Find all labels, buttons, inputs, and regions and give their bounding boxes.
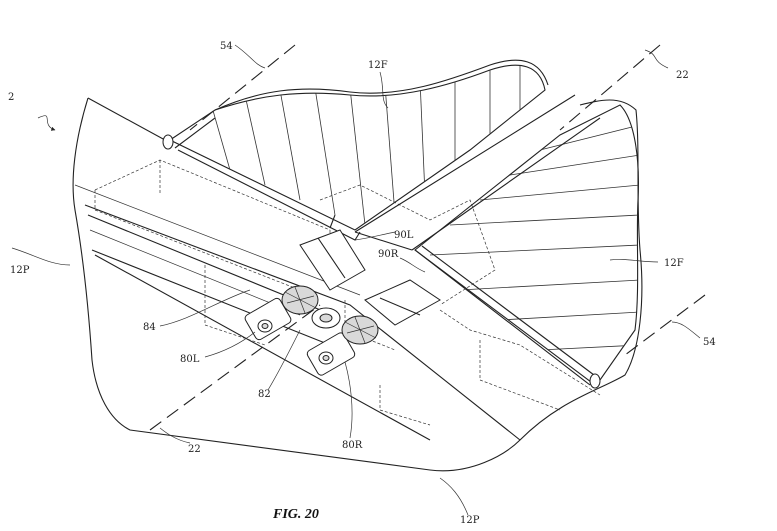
ref-12P-left: 12P bbox=[10, 265, 30, 276]
ref-12F-top: 12F bbox=[368, 60, 388, 71]
axis-22-upper bbox=[559, 44, 661, 131]
ref-90R: 90R bbox=[378, 249, 399, 260]
ref-12F-right: 12F bbox=[664, 258, 684, 269]
ref-90L: 90L bbox=[394, 230, 414, 241]
ref-54-top: 54 bbox=[220, 41, 233, 52]
left-flap bbox=[162, 64, 546, 241]
hinge-mechanism bbox=[244, 214, 441, 376]
axis-54-upper bbox=[189, 44, 296, 131]
axis-22-lower bbox=[149, 304, 321, 431]
ref-12P-bottom: 12P bbox=[460, 515, 480, 526]
right-flap-hatching bbox=[429, 124, 639, 351]
leader-lines bbox=[11, 44, 701, 516]
ref-82: 82 bbox=[258, 389, 271, 400]
ref-22-top: 22 bbox=[676, 70, 689, 81]
ref-84: 84 bbox=[143, 322, 156, 333]
figure-caption: FIG. 20 bbox=[272, 507, 319, 522]
axis-54-lower bbox=[624, 294, 706, 356]
ref-80R: 80R bbox=[342, 440, 363, 451]
ref-54-right: 54 bbox=[703, 337, 716, 348]
device-outline-top bbox=[87, 59, 549, 141]
ref-2: 2 bbox=[8, 92, 14, 103]
hidden-lines bbox=[94, 159, 601, 426]
right-flap bbox=[414, 104, 639, 389]
ref-80L: 80L bbox=[180, 354, 200, 365]
center-slot bbox=[354, 94, 601, 251]
ref-22-bottom: 22 bbox=[188, 444, 201, 455]
